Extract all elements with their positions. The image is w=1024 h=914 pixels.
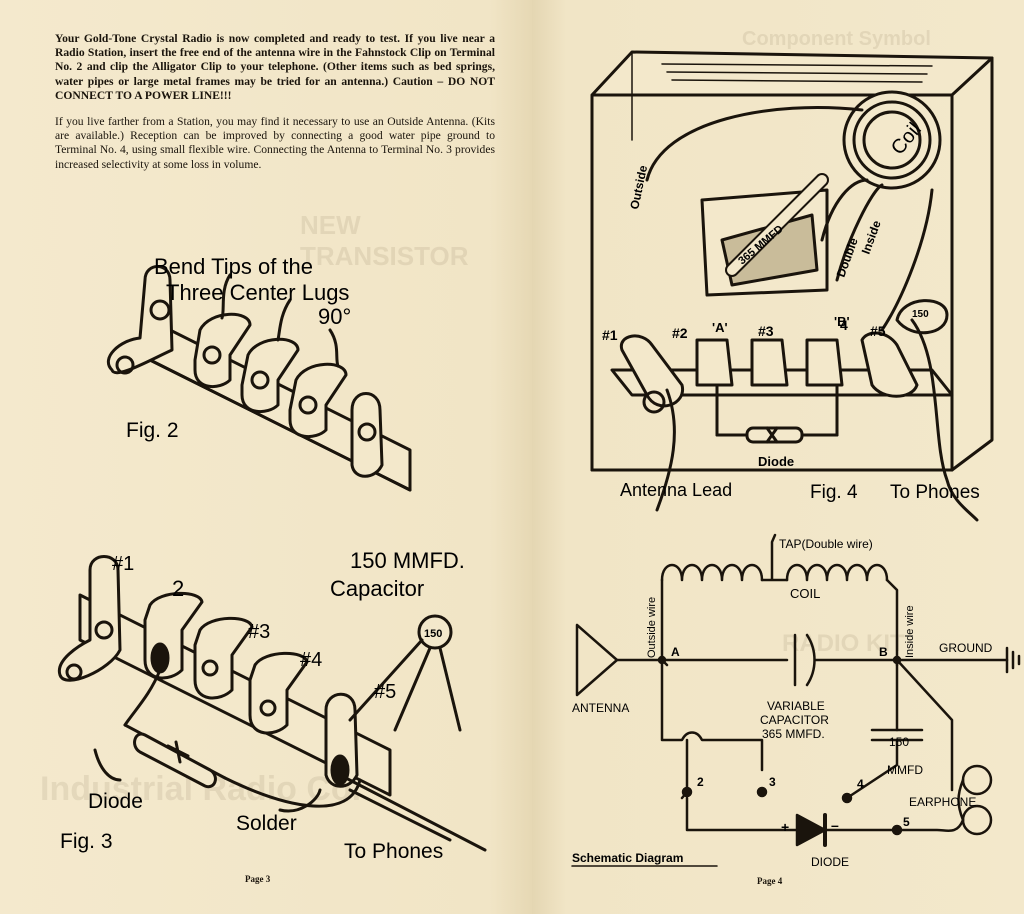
terminal-5 [860,331,919,398]
fig4-outside-label: Outside [627,164,650,211]
fig2-caption-line1: Bend Tips of the [154,254,313,279]
schematic-earphone-label: EARPHONE [909,795,976,809]
schematic-coil-label: COIL [790,586,820,601]
instructions-paragraph-1: Your Gold-Tone Crystal Radio is now comp… [55,32,495,102]
fig4-to-phones-label: To Phones [890,482,980,503]
schematic-plus: + [781,819,789,835]
schematic-terminal-4: 4 [857,777,864,791]
page-number: Page 4 [757,876,783,886]
fig4-terminal-2: #2 [672,325,688,341]
fig2-terminal-strip-diagram: Bend Tips of the Three Center Lugs 90° F… [107,254,412,492]
ground-symbol [1005,646,1021,674]
schematic-terminal-3: 3 [769,775,776,789]
schematic-diode-label: DIODE [811,855,849,869]
schematic-varcap-line1: VARIABLE [767,699,825,713]
earphone-lower [961,804,993,836]
coil-symbol [660,563,889,582]
diode-symbol [795,813,827,847]
diode-component [745,426,804,444]
show-through-text: NEW TRANSISTOR [300,210,469,271]
schematic-node-a: A [671,645,680,659]
fig4-point-b: 'B' [834,314,850,329]
instructions-text: Your Gold-Tone Crystal Radio is now comp… [55,32,495,184]
earphone-upper [961,764,993,796]
fig4-cap150-value: 150 [912,309,929,320]
lug-1 [107,265,174,375]
schematic-outside-wire-label: Outside wire [646,597,658,658]
right-page: Component Symbol RADIO KIT [532,0,1024,914]
lug-3 [193,616,254,700]
fig4-point-a: 'A' [712,320,728,335]
fig3-solder-label: Solder [236,812,297,835]
page-number: Page 3 [245,874,271,884]
schematic-varcap-line2: CAPACITOR [760,713,829,727]
fig4-terminal-5: #5 [870,323,886,339]
schematic-diagram: TAP(Double wire) COIL Outside wire Insid… [571,533,1021,869]
schematic-title: Schematic Diagram [572,851,683,865]
fig4-terminal-4: 4 [840,317,848,333]
schematic-varcap-line3: 365 MMFD. [762,727,825,741]
lug-1 [57,555,122,682]
schematic-tap-label: TAP(Double wire) [779,537,873,551]
terminal-3 [750,338,789,387]
left-page: NEW TRANSISTOR Industrial Radio Co. Your… [0,0,532,914]
terminal-4 [805,338,844,387]
schematic-terminal-2: 2 [697,775,704,789]
terminal-2 [695,338,734,387]
lug-4 [288,362,348,439]
fig3-terminal-3: #3 [248,621,270,643]
fig3-terminal-2: 2 [172,576,184,601]
diode-component [133,732,217,789]
fig3-label: Fig. 3 [60,830,113,853]
capacitor-150 [417,614,453,650]
fig3-terminal-1: #1 [112,553,134,575]
fig3-phones-label: To Phones [344,840,443,863]
lug-2 [193,312,252,389]
fig3-capacitor-line1: 150 MMFD. [350,548,465,573]
schematic-cap150-line2: MMFD [887,763,923,777]
fig4-antenna-lead-label: Antenna Lead [620,480,732,500]
fig2-angle-label: 90° [318,304,351,329]
coil-component [842,90,942,190]
terminal-1 [619,334,684,408]
antenna-symbol [575,623,619,697]
fig4-assembly-diagram: Coil Outside Double Inside 365 MMFD 'A' … [590,50,994,522]
fig3-capacitor-value: 150 [424,628,442,640]
schematic-antenna-label: ANTENNA [572,701,629,715]
lug-5 [350,392,384,478]
schematic-terminal-5: 5 [903,815,910,829]
show-through-text: Component Symbol [742,28,931,50]
fig4-label: Fig. 4 [810,482,858,503]
fig3-capacitor-line2: Capacitor [330,576,424,601]
capacitor-150 [895,299,949,335]
fig3-terminal-4: #4 [300,649,322,671]
fig4-inside-label: Inside [859,218,884,256]
fig4-diode-label: Diode [758,454,794,469]
schematic-node-b: B [879,645,888,659]
lug-3 [240,337,300,414]
fig2-caption-line2: Three Center Lugs [166,280,349,305]
fig2-label: Fig. 2 [126,419,179,442]
instructions-paragraph-2: If you live farther from a Station, you … [55,115,495,171]
schematic-ground-label: GROUND [939,641,993,655]
show-through-text: RADIO KIT [782,630,905,657]
fig4-double-label: Double [834,236,861,279]
fig4-terminal-3: #3 [758,323,774,339]
fig3-terminal-5: #5 [374,681,396,703]
fig3-wiring-diagram: 150 MMFD. Capacitor 150 #1 2 #3 #4 #5 Di… [57,548,487,863]
fig3-diode-label: Diode [88,790,143,813]
schematic-minus: – [831,817,839,833]
fig4-terminal-1: #1 [602,327,618,343]
schematic-inside-wire-label: Inside wire [904,605,916,658]
schematic-cap150-line1: 150 [889,735,909,749]
